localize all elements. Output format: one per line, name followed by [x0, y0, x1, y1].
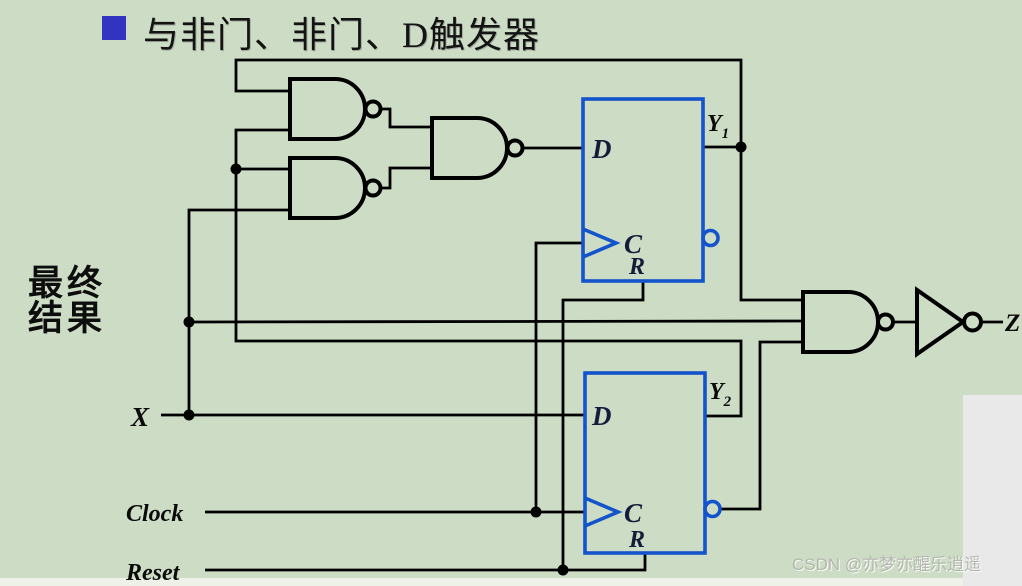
reset-signal-label: Reset	[125, 560, 181, 586]
wire-nand1-to-nand3	[381, 107, 432, 129]
ff1-c-pin-label: C	[624, 229, 643, 259]
ff2-d-pin-label: D	[591, 401, 612, 431]
x-signal-label: X	[130, 402, 150, 432]
wire-y2-feedback	[234, 128, 743, 418]
wire-clock-branch	[534, 241, 583, 512]
junction-dot	[183, 409, 195, 421]
wire-x-branch-right	[188, 319, 804, 324]
nand-gate-4	[801, 290, 880, 354]
nand-gate-3	[430, 116, 509, 180]
bullet-square-icon	[102, 16, 126, 40]
wire-nand2-to-nand3	[381, 166, 432, 190]
junction-dot	[735, 141, 747, 153]
wire-x-branch-up	[187, 208, 290, 415]
junction-dot	[557, 564, 569, 576]
side-panel	[963, 395, 1022, 586]
d-flipflop-top	[581, 97, 705, 283]
ff2-r-pin-label: R	[628, 527, 645, 553]
final-result-line1: 最终	[28, 264, 107, 303]
page-title: 与非门、非门、D触发器	[143, 15, 540, 55]
final-result-line2: 结果	[28, 299, 107, 338]
wire-q2bar-to-nand4	[720, 340, 803, 511]
ff1-r-pin-label: R	[628, 254, 645, 280]
not-gate-inversion-bubble-icon	[962, 311, 983, 333]
final-result-label: 最终 结果	[28, 266, 106, 336]
z-signal-label: Z	[1004, 310, 1020, 337]
y1-signal-label: Y1	[707, 111, 729, 142]
nand2-inversion-bubble-icon	[363, 178, 383, 198]
nand4-inversion-bubble-icon	[876, 312, 895, 332]
title-row: 与非门、非门、D触发器	[102, 6, 540, 58]
wire-y1-feedback	[234, 58, 803, 302]
ff2-c-pin-label: C	[624, 498, 643, 528]
junction-dot	[530, 506, 542, 518]
d-flipflop-bottom	[583, 371, 707, 555]
clock-signal-label: Clock	[126, 501, 183, 527]
nand-gate-1	[288, 77, 367, 141]
nand-gate-2	[288, 156, 367, 220]
ff1-d-pin-label: D	[591, 134, 612, 164]
ff1-inverted-output-bubble-icon	[701, 228, 720, 248]
not-gate	[915, 286, 967, 358]
nand3-inversion-bubble-icon	[505, 138, 525, 158]
clock-triangle-icon	[582, 227, 621, 259]
watermark: CSDN @亦梦亦醒乐逍遥	[792, 555, 982, 574]
wire-reset	[205, 553, 647, 572]
clock-triangle-icon	[584, 496, 623, 528]
wire-r1-to-reset	[561, 281, 645, 570]
junction-dot	[230, 163, 242, 175]
junction-dot	[183, 316, 195, 328]
ff2-inverted-output-bubble-icon	[703, 499, 722, 519]
y2-signal-label: Y2	[709, 379, 732, 410]
bottom-strip	[0, 578, 1022, 586]
nand1-inversion-bubble-icon	[363, 99, 383, 119]
